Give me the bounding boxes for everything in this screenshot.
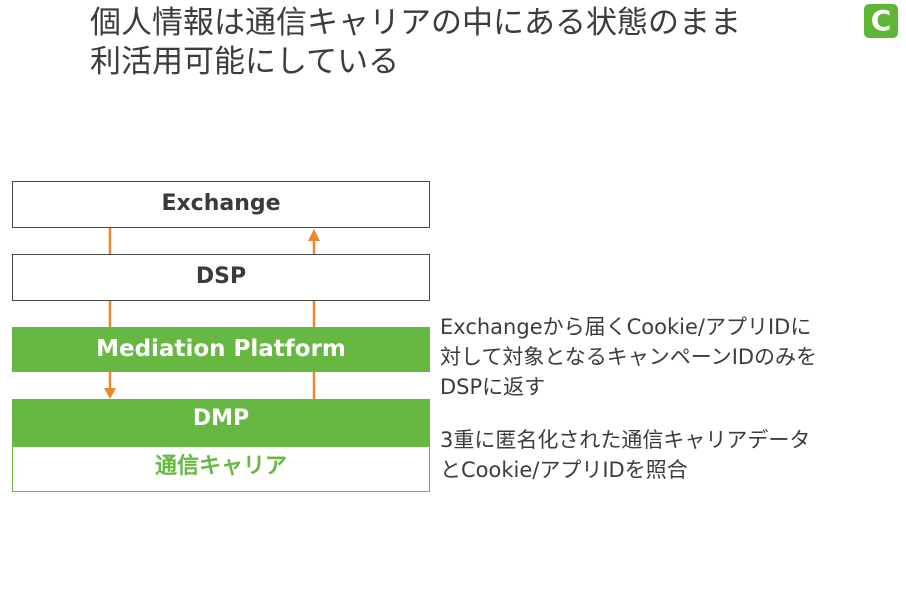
dmp-note-line-1: 3重に匿名化された通信キャリアデータ xyxy=(440,428,811,452)
dmp-note: 3重に匿名化された通信キャリアデータ とCookie/アプリIDを照合 xyxy=(440,425,810,485)
dsp-layer: DSP xyxy=(12,254,430,301)
dmp-layer: DMP xyxy=(12,399,430,447)
arrow-down-head-icon xyxy=(104,388,116,399)
mediation-note: Exchangeから届くCookie/アプリIDに 対して対象となるキャンペーン… xyxy=(440,312,817,402)
page-title: 個人情報は通信キャリアの中にある状態のまま 利活用可能にしている xyxy=(90,4,830,82)
exchange-layer: Exchange xyxy=(12,181,430,228)
brand-logo: C xyxy=(864,4,898,38)
page-title-line-1: 個人情報は通信キャリアの中にある状態のまま xyxy=(90,5,741,41)
mediation-platform-layer: Mediation Platform xyxy=(12,327,430,372)
arrow-up-head-icon xyxy=(308,229,320,241)
mediation-note-line-2: 対して対象となるキャンペーンIDのみを xyxy=(440,345,818,369)
mediation-note-line-3: DSPに返す xyxy=(440,375,546,399)
carrier-layer: 通信キャリア xyxy=(12,447,430,492)
mediation-note-line-1: Exchangeから届くCookie/アプリIDに xyxy=(440,315,812,339)
page-title-line-2: 利活用可能にしている xyxy=(90,44,400,80)
dmp-note-line-2: とCookie/アプリIDを照合 xyxy=(440,458,688,482)
